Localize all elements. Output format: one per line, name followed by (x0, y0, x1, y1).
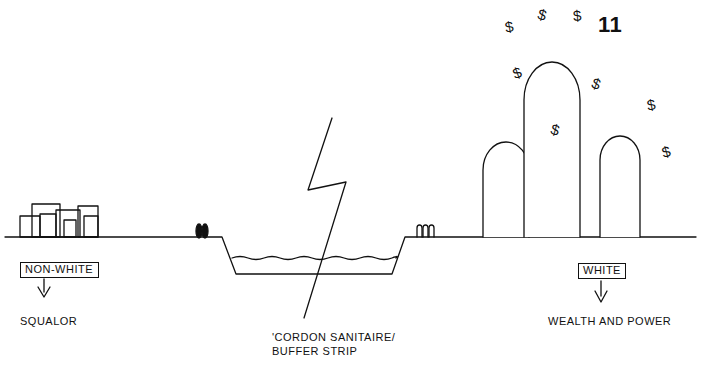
lightning-bolt (304, 118, 346, 318)
label-box: NON-WHITE (20, 262, 99, 278)
label-box: WHITE (578, 263, 626, 279)
dollar-sign: $ (503, 16, 515, 37)
down-arrow (595, 281, 607, 302)
callout-number: 11 (598, 10, 622, 39)
people-dark (196, 224, 208, 238)
caption-label: WEALTH AND POWER (548, 314, 671, 328)
box-label: WHITE (583, 264, 621, 277)
box-label: NON-WHITE (25, 263, 94, 276)
dollar-sign: $ (536, 4, 550, 26)
dollar-sign: $ (549, 119, 563, 141)
down-arrow (38, 279, 50, 297)
towers (483, 62, 640, 237)
dollar-sign: $ (645, 94, 657, 115)
water-line (232, 257, 397, 260)
dollar-sign: $ (510, 62, 525, 84)
dollar-sign: $ (572, 6, 583, 27)
dollar-sign: $ (660, 141, 674, 163)
dollar-sign: $ (589, 73, 604, 95)
people-outline (417, 225, 434, 237)
caption-label: SQUALOR (20, 314, 77, 328)
caption-label: 'CORDON SANITAIRE/ BUFFER STRIP (272, 330, 422, 358)
buildings (20, 204, 98, 237)
